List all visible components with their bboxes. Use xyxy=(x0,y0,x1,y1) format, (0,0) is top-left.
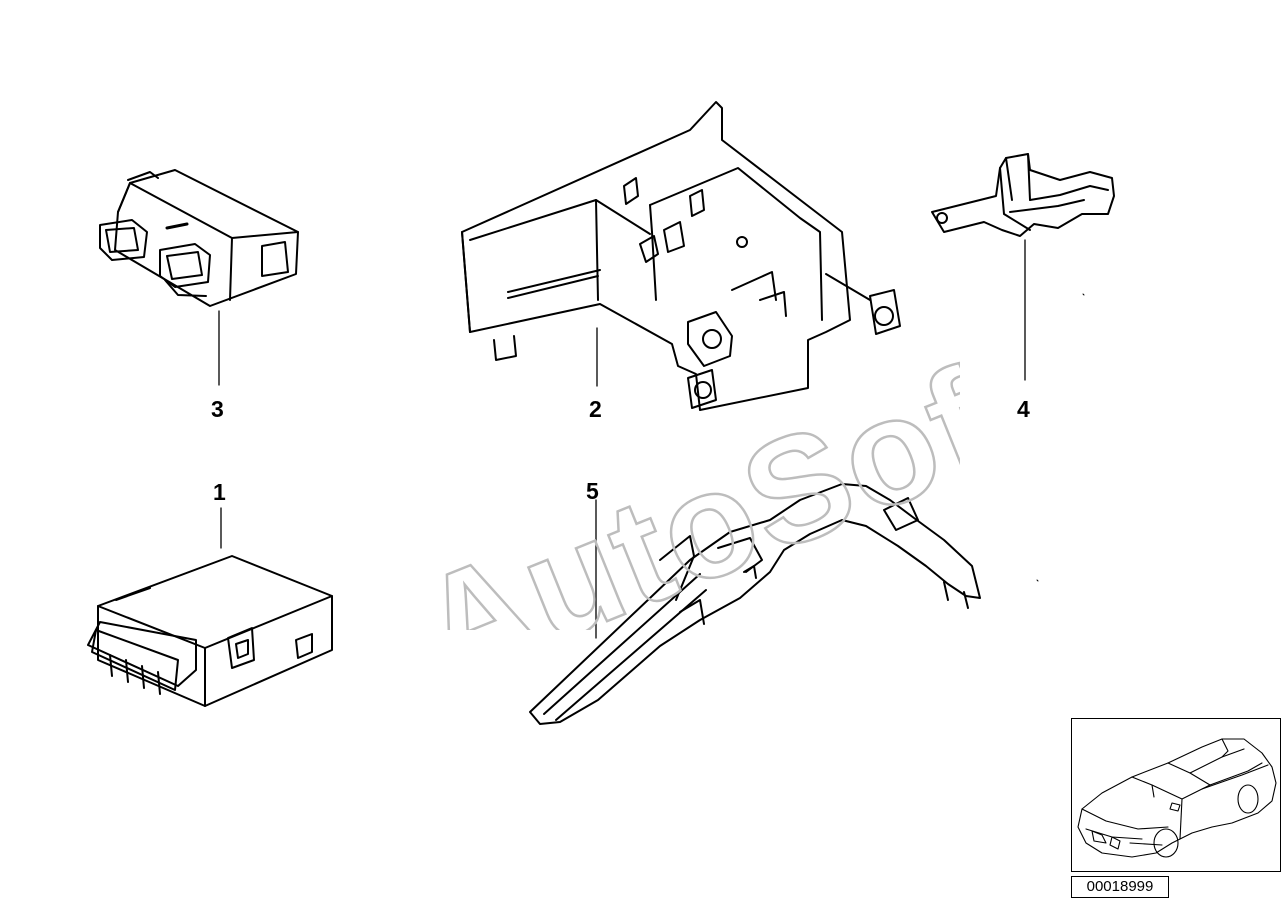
callout-1: 1 xyxy=(213,479,226,505)
part-5-cable-duct xyxy=(529,483,981,725)
callout-3: 3 xyxy=(211,396,224,422)
part-4-mounting-bracket xyxy=(931,153,1115,237)
part-3-control-module xyxy=(99,169,299,307)
callout-2: 2 xyxy=(589,396,602,422)
leader-lines xyxy=(218,239,1026,639)
vehicle-thumbnail xyxy=(1071,718,1281,872)
part-1-control-unit xyxy=(87,555,333,707)
car-icon xyxy=(1077,738,1277,858)
specks xyxy=(1036,293,1085,582)
callout-4: 4 xyxy=(1017,396,1030,422)
reference-id-label: 00018999 xyxy=(1071,876,1169,898)
callout-5: 5 xyxy=(586,478,599,504)
part-2-holder-bracket xyxy=(461,101,901,411)
